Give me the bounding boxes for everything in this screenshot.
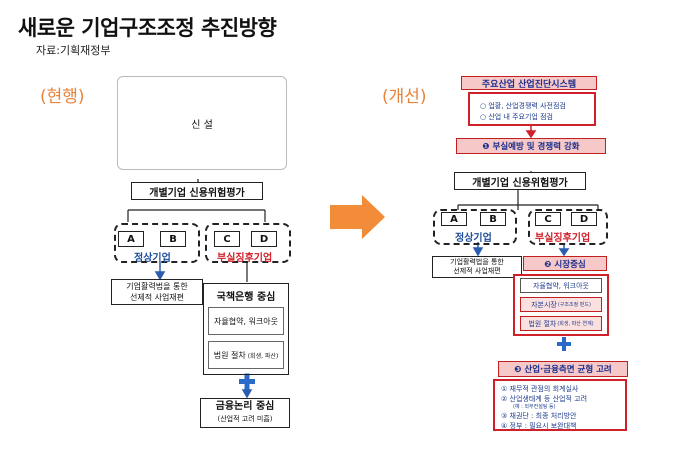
transition-arrow — [330, 195, 385, 239]
step1-box: ❶ 부실예방 및 경쟁력 강화 — [456, 138, 606, 154]
current-grade-b: B — [160, 231, 186, 247]
improved-insolvent-group — [528, 209, 608, 245]
current-finance-sub: (산업적 고려 미흡) — [217, 415, 273, 423]
step3-box: ❸ 산업·금융측면 균형 고려 — [498, 361, 628, 377]
step2-box: ❷ 시장중심 — [523, 256, 607, 271]
improved-grade-b: B — [480, 212, 506, 226]
current-grade-a: A — [118, 231, 144, 247]
market-workout-box: 자율협약, 워크아웃 — [520, 278, 602, 293]
current-bank-group: 국책은행 중심 — [203, 283, 289, 375]
diagnosis-item-1: ○ 업황, 산업경쟁력 사전점검 — [480, 102, 566, 110]
improved-credit-eval-box: 개별기업 신용위험평가 — [454, 172, 586, 190]
improved-grade-c: C — [535, 212, 561, 226]
improved-grade-a: A — [441, 212, 467, 226]
diagnosis-system-title: 주요산업 산업진단시스템 — [461, 76, 597, 90]
current-normal-label: 정상기업 — [134, 253, 171, 264]
current-bank-title: 국책은행 중심 — [216, 292, 276, 303]
current-normal-result-box: 기업활력법을 통한 선제적 사업재편 — [111, 279, 203, 305]
diagnosis-item-2: ○ 산업 내 주요기업 점검 — [480, 113, 553, 121]
balance-item-1: ① 재무적 관점의 회계실사 — [501, 385, 579, 393]
current-new-box-label: 신 설 — [191, 119, 213, 131]
current-normal-result-line1: 기업활력법을 통한 — [126, 282, 188, 291]
market-capital-box: 자본시장 (구조조정 펀드) — [520, 297, 602, 312]
improved-normal-group — [433, 209, 517, 245]
current-normal-group — [114, 223, 200, 263]
improved-grade-d: D — [571, 212, 597, 226]
current-grade-c: C — [214, 231, 240, 247]
current-workout-box: 자율협약, 워크아웃 — [208, 307, 284, 335]
improved-normal-result-line2: 선제적 사업재편 — [453, 267, 501, 275]
market-court-box: 법원 절차 (회생, 파산 연계) — [520, 316, 602, 331]
source-note: 자료:기획재정부 — [36, 44, 111, 57]
current-court-sub: (회생, 파산) — [247, 352, 279, 360]
current-finance-box: 금융논리 중심 (산업적 고려 미흡) — [200, 398, 290, 428]
improved-normal-result-line1: 기업활력법을 통한 — [450, 258, 504, 266]
balance-item-2: ② 산업생태계 등 산업적 고려 — [501, 395, 588, 403]
current-insolvent-label: 부실징후기업 — [217, 253, 273, 264]
current-new-box: 신 설 — [117, 76, 287, 170]
improved-credit-eval-label: 개별기업 신용위험평가 — [472, 177, 568, 189]
balance-item-2-note: (예 : 외부컨설팅 등) — [513, 404, 556, 410]
current-finance-label: 금융논리 중심 — [215, 401, 275, 412]
balance-group: ① 재무적 관점의 회계실사 ② 산업생태계 등 산업적 고려 (예 : 외부컨… — [493, 379, 627, 431]
current-grade-d: D — [251, 231, 277, 247]
diagnosis-system-box: ○ 업황, 산업경쟁력 사전점검 ○ 산업 내 주요기업 점검 — [468, 92, 596, 126]
page-title: 새로운 기업구조조정 추진방향 — [18, 16, 277, 40]
current-court-label: 법원 절차 — [213, 350, 246, 360]
current-court-box: 법원 절차 (회생, 파산) — [208, 341, 284, 369]
current-workout-label: 자율협약, 워크아웃 — [214, 316, 278, 326]
balance-item-3: ③ 채권단 : 최종 처리방안 — [501, 412, 577, 420]
balance-item-4: ④ 정부 : 필요시 보완대책 — [501, 422, 577, 430]
current-normal-result-line2: 선제적 사업재편 — [129, 293, 185, 302]
current-section-label: (현행) — [40, 87, 85, 107]
current-insolvent-group — [205, 223, 291, 263]
improved-insolvent-label: 부실징후기업 — [535, 233, 591, 244]
improved-normal-label: 정상기업 — [455, 233, 492, 244]
current-credit-eval-box: 개별기업 신용위험평가 — [131, 182, 263, 200]
improved-section-label: (개선) — [382, 87, 427, 107]
improved-normal-result-box: 기업활력법을 통한 선제적 사업재편 — [432, 256, 522, 278]
current-credit-eval-label: 개별기업 신용위험평가 — [149, 187, 245, 199]
